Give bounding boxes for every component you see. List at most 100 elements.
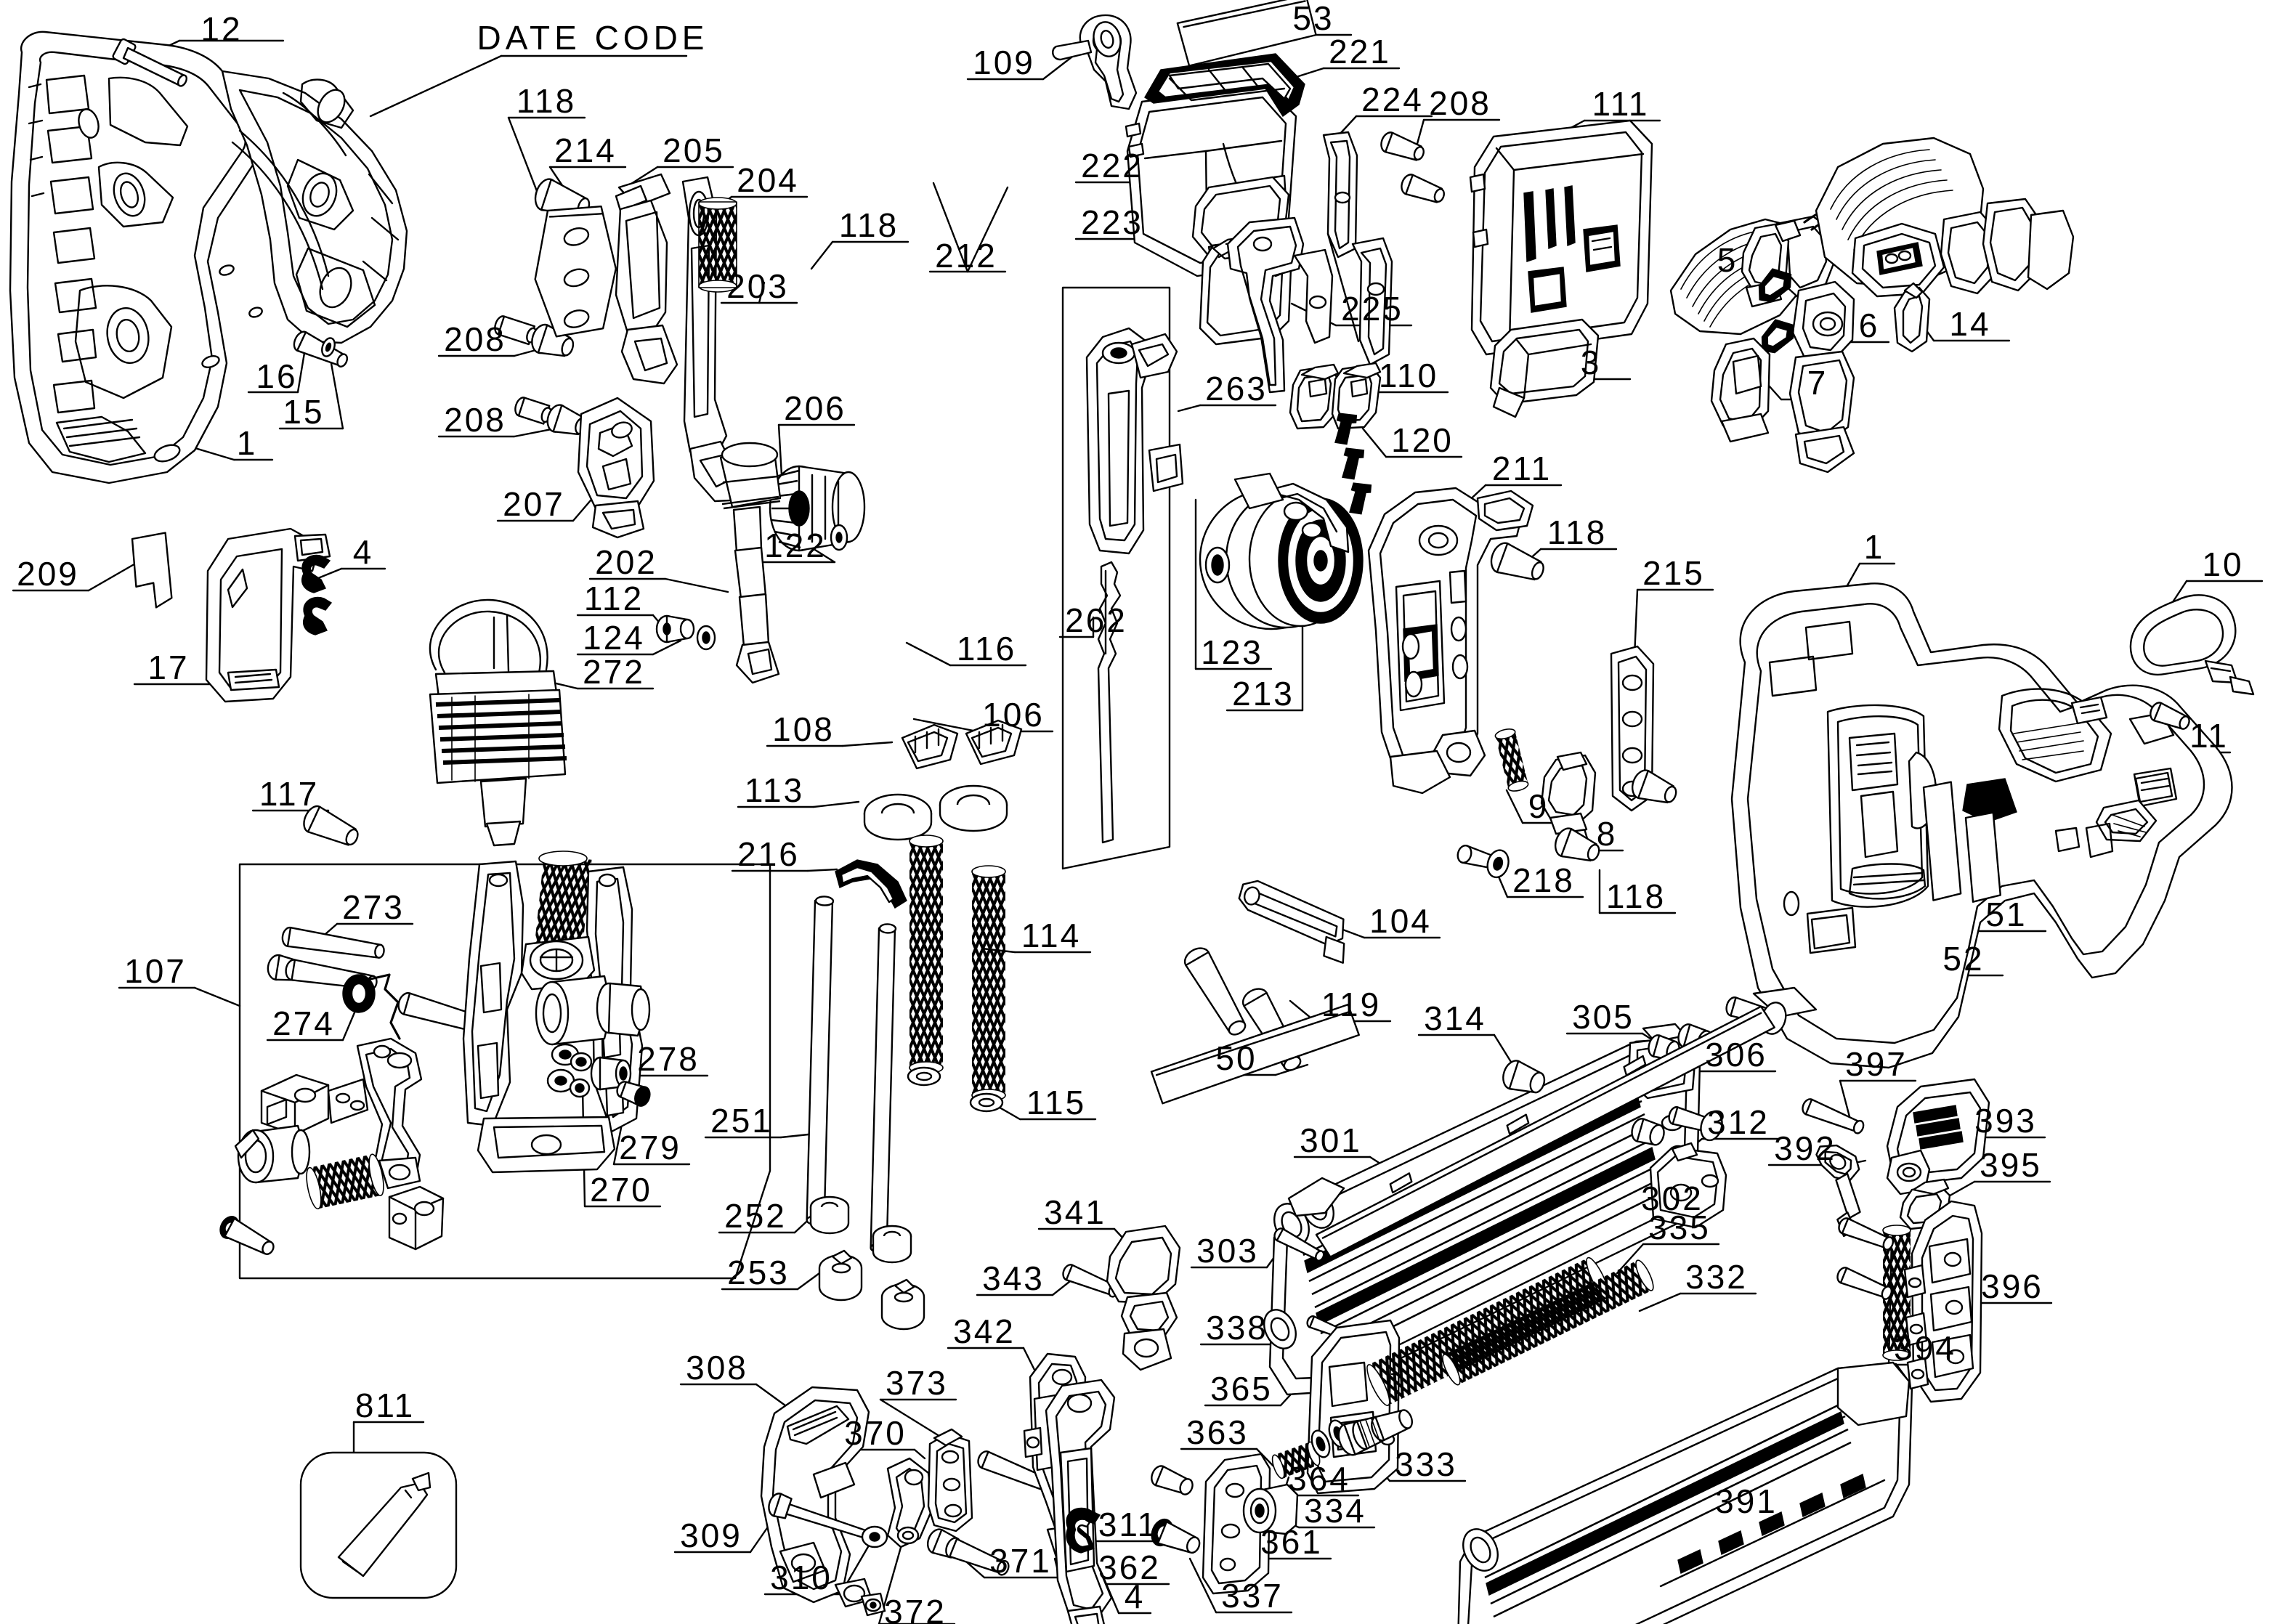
part-callout-338: 338 xyxy=(1206,1309,1268,1347)
part-callout-372: 372 xyxy=(884,1593,947,1624)
part-callout-117: 117 xyxy=(259,775,320,813)
part-callout-111: 111 xyxy=(1592,85,1650,123)
part-callout-341: 341 xyxy=(1044,1193,1106,1231)
part-callout-392: 392 xyxy=(1774,1129,1836,1167)
part-callout-811: 811 xyxy=(354,1387,416,1424)
part-callout-274: 274 xyxy=(272,1004,335,1042)
part-callout-224: 224 xyxy=(1361,81,1424,118)
part-callout-17: 17 xyxy=(147,649,190,686)
part-callout-279: 279 xyxy=(619,1129,681,1166)
part-callout-251: 251 xyxy=(710,1102,773,1140)
part-callout-364: 364 xyxy=(1288,1460,1350,1498)
part-callout-118: 118 xyxy=(1605,877,1666,915)
part-callout-1: 1 xyxy=(1863,528,1885,566)
part-callout-53: 53 xyxy=(1292,0,1334,37)
part-callout-305: 305 xyxy=(1572,998,1634,1036)
part-callout-332: 332 xyxy=(1685,1258,1748,1296)
part-callout-118: 118 xyxy=(516,82,577,120)
part-callout-343: 343 xyxy=(982,1259,1045,1297)
part-callout-370: 370 xyxy=(844,1414,907,1452)
part-callout-208: 208 xyxy=(1429,84,1491,122)
part-callout-361: 361 xyxy=(1260,1523,1323,1561)
part-callout-120: 120 xyxy=(1391,421,1454,459)
part-callout-303: 303 xyxy=(1196,1232,1259,1270)
part-callout-225: 225 xyxy=(1341,290,1403,328)
part-callout-273: 273 xyxy=(342,888,405,926)
part-callout-262: 262 xyxy=(1065,601,1127,639)
part-callout-222: 222 xyxy=(1081,147,1143,184)
part-callout-214: 214 xyxy=(554,131,617,169)
part-callout-51: 51 xyxy=(1985,896,2027,933)
part-callout-4: 4 xyxy=(352,533,374,571)
part-callout-221: 221 xyxy=(1329,33,1391,70)
part-callout-333: 333 xyxy=(1395,1445,1457,1483)
part-callout-395: 395 xyxy=(1980,1146,2042,1184)
part-callout-362: 362 xyxy=(1098,1548,1161,1586)
part-callout-11: 11 xyxy=(2189,717,2229,755)
part-callout-363: 363 xyxy=(1186,1413,1249,1451)
part-callout-122: 122 xyxy=(764,527,827,564)
part-callout-213: 213 xyxy=(1232,675,1295,712)
part-callout-209: 209 xyxy=(17,555,79,593)
part-callout-123: 123 xyxy=(1201,633,1263,671)
part-callout-204: 204 xyxy=(737,161,799,199)
part-callout-208: 208 xyxy=(444,320,506,358)
part-callout-10: 10 xyxy=(2202,545,2244,583)
part-callout-365: 365 xyxy=(1210,1370,1273,1408)
part-callout-391: 391 xyxy=(1715,1482,1778,1520)
part-callout-114: 114 xyxy=(1021,917,1082,954)
part-callout-205: 205 xyxy=(663,131,725,169)
part-callout-308: 308 xyxy=(686,1349,748,1387)
part-callout-312: 312 xyxy=(1707,1103,1770,1141)
part-callout-6: 6 xyxy=(1858,306,1880,344)
part-callout-113: 113 xyxy=(744,771,805,809)
part-callout-52: 52 xyxy=(1942,940,1985,978)
part-callout-124: 124 xyxy=(583,619,645,657)
part-callout-118: 118 xyxy=(1547,513,1608,551)
part-callout-393: 393 xyxy=(1974,1102,2037,1140)
part-callout-396: 396 xyxy=(1981,1267,2043,1305)
part-callout-263: 263 xyxy=(1205,370,1268,407)
part-callout-115: 115 xyxy=(1026,1084,1087,1121)
part-callout-1: 1 xyxy=(236,424,258,462)
part-callout-278: 278 xyxy=(637,1040,700,1078)
part-callout-12: 12 xyxy=(200,10,243,48)
part-callout-337: 337 xyxy=(1221,1577,1284,1615)
part-callout-106: 106 xyxy=(982,696,1045,734)
part-callout-202: 202 xyxy=(595,543,657,581)
part-callout-104: 104 xyxy=(1369,902,1432,940)
part-callout-7: 7 xyxy=(1807,364,1828,402)
part-callout-211: 211 xyxy=(1491,450,1552,487)
part-callout-8: 8 xyxy=(1596,815,1618,853)
part-callout-15: 15 xyxy=(283,393,325,431)
part-callout-14: 14 xyxy=(1949,305,1991,343)
part-callout-253: 253 xyxy=(727,1254,790,1291)
part-callout-309: 309 xyxy=(680,1517,742,1554)
part-callout-5: 5 xyxy=(1717,241,1738,279)
part-callout-306: 306 xyxy=(1705,1036,1767,1073)
part-callout-3: 3 xyxy=(1580,344,1602,381)
part-callout-16: 16 xyxy=(256,357,298,395)
part-callout-311: 311 xyxy=(1098,1506,1159,1543)
part-callout-272: 272 xyxy=(583,653,645,691)
part-callout-108: 108 xyxy=(772,710,835,748)
part-callout-342: 342 xyxy=(953,1312,1016,1350)
part-callout-50: 50 xyxy=(1215,1039,1257,1077)
part-callout-208: 208 xyxy=(444,401,506,439)
part-callout-212: 212 xyxy=(935,237,997,275)
part-callout-215: 215 xyxy=(1642,554,1705,592)
part-callout-4: 4 xyxy=(1124,1578,1146,1615)
part-callout-314: 314 xyxy=(1424,999,1486,1037)
part-callout-334: 334 xyxy=(1304,1492,1366,1530)
part-callout-216: 216 xyxy=(737,835,800,873)
part-callout-373: 373 xyxy=(886,1364,948,1402)
part-callout-371: 371 xyxy=(989,1542,1052,1580)
part-callout-119: 119 xyxy=(1321,986,1382,1023)
part-callout-218: 218 xyxy=(1512,861,1575,899)
part-callout-252: 252 xyxy=(724,1197,787,1235)
part-callout-116: 116 xyxy=(956,630,1017,667)
part-callout-335: 335 xyxy=(1648,1209,1711,1246)
part-callout-301: 301 xyxy=(1300,1121,1362,1159)
part-callout-206: 206 xyxy=(784,389,846,427)
